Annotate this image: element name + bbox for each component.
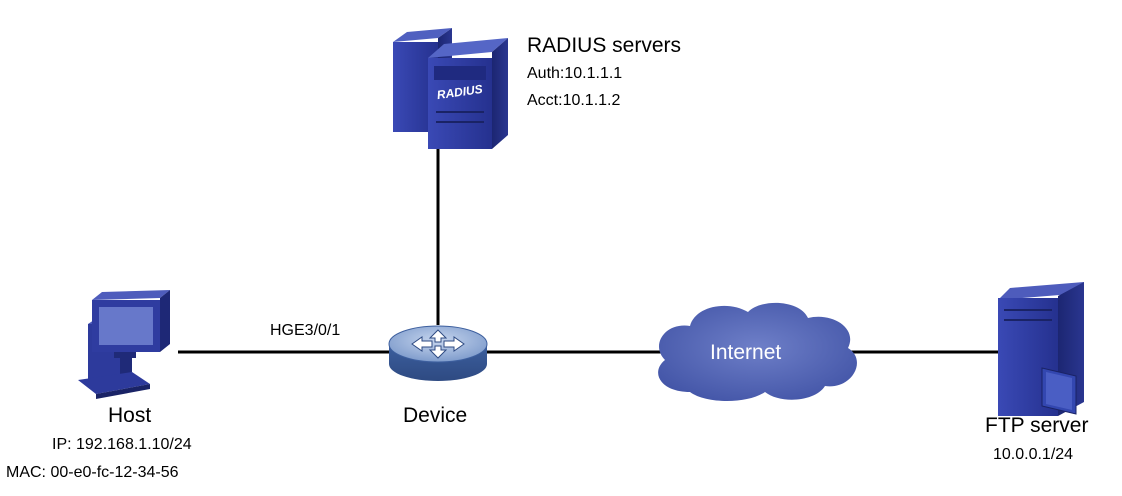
radius-acct-address: Acct:10.1.1.2 <box>527 92 621 109</box>
radius-servers-title: RADIUS servers <box>527 34 682 57</box>
host-label: Host <box>108 404 152 427</box>
router-icon[interactable] <box>388 325 488 381</box>
ftp-server-ip: 10.0.0.1/24 <box>993 446 1074 463</box>
interface-label: HGE3/0/1 <box>270 322 341 339</box>
internet-cloud-icon[interactable] <box>658 302 857 401</box>
ftp-server-label: FTP server <box>985 414 1089 437</box>
radius-server-icon[interactable]: RADIUS <box>393 28 508 149</box>
links <box>178 148 998 354</box>
host-mac: MAC: 00-e0-fc-12-34-56 <box>6 464 179 481</box>
internet-label: Internet <box>710 341 782 364</box>
host-pc-icon[interactable] <box>78 290 170 399</box>
radius-logo-text: RADIUS <box>436 82 484 102</box>
ftp-server-icon[interactable] <box>998 282 1084 416</box>
radius-auth-address: Auth:10.1.1.1 <box>527 65 623 82</box>
device-label: Device <box>403 404 468 427</box>
host-ip: IP: 192.168.1.10/24 <box>52 436 192 453</box>
